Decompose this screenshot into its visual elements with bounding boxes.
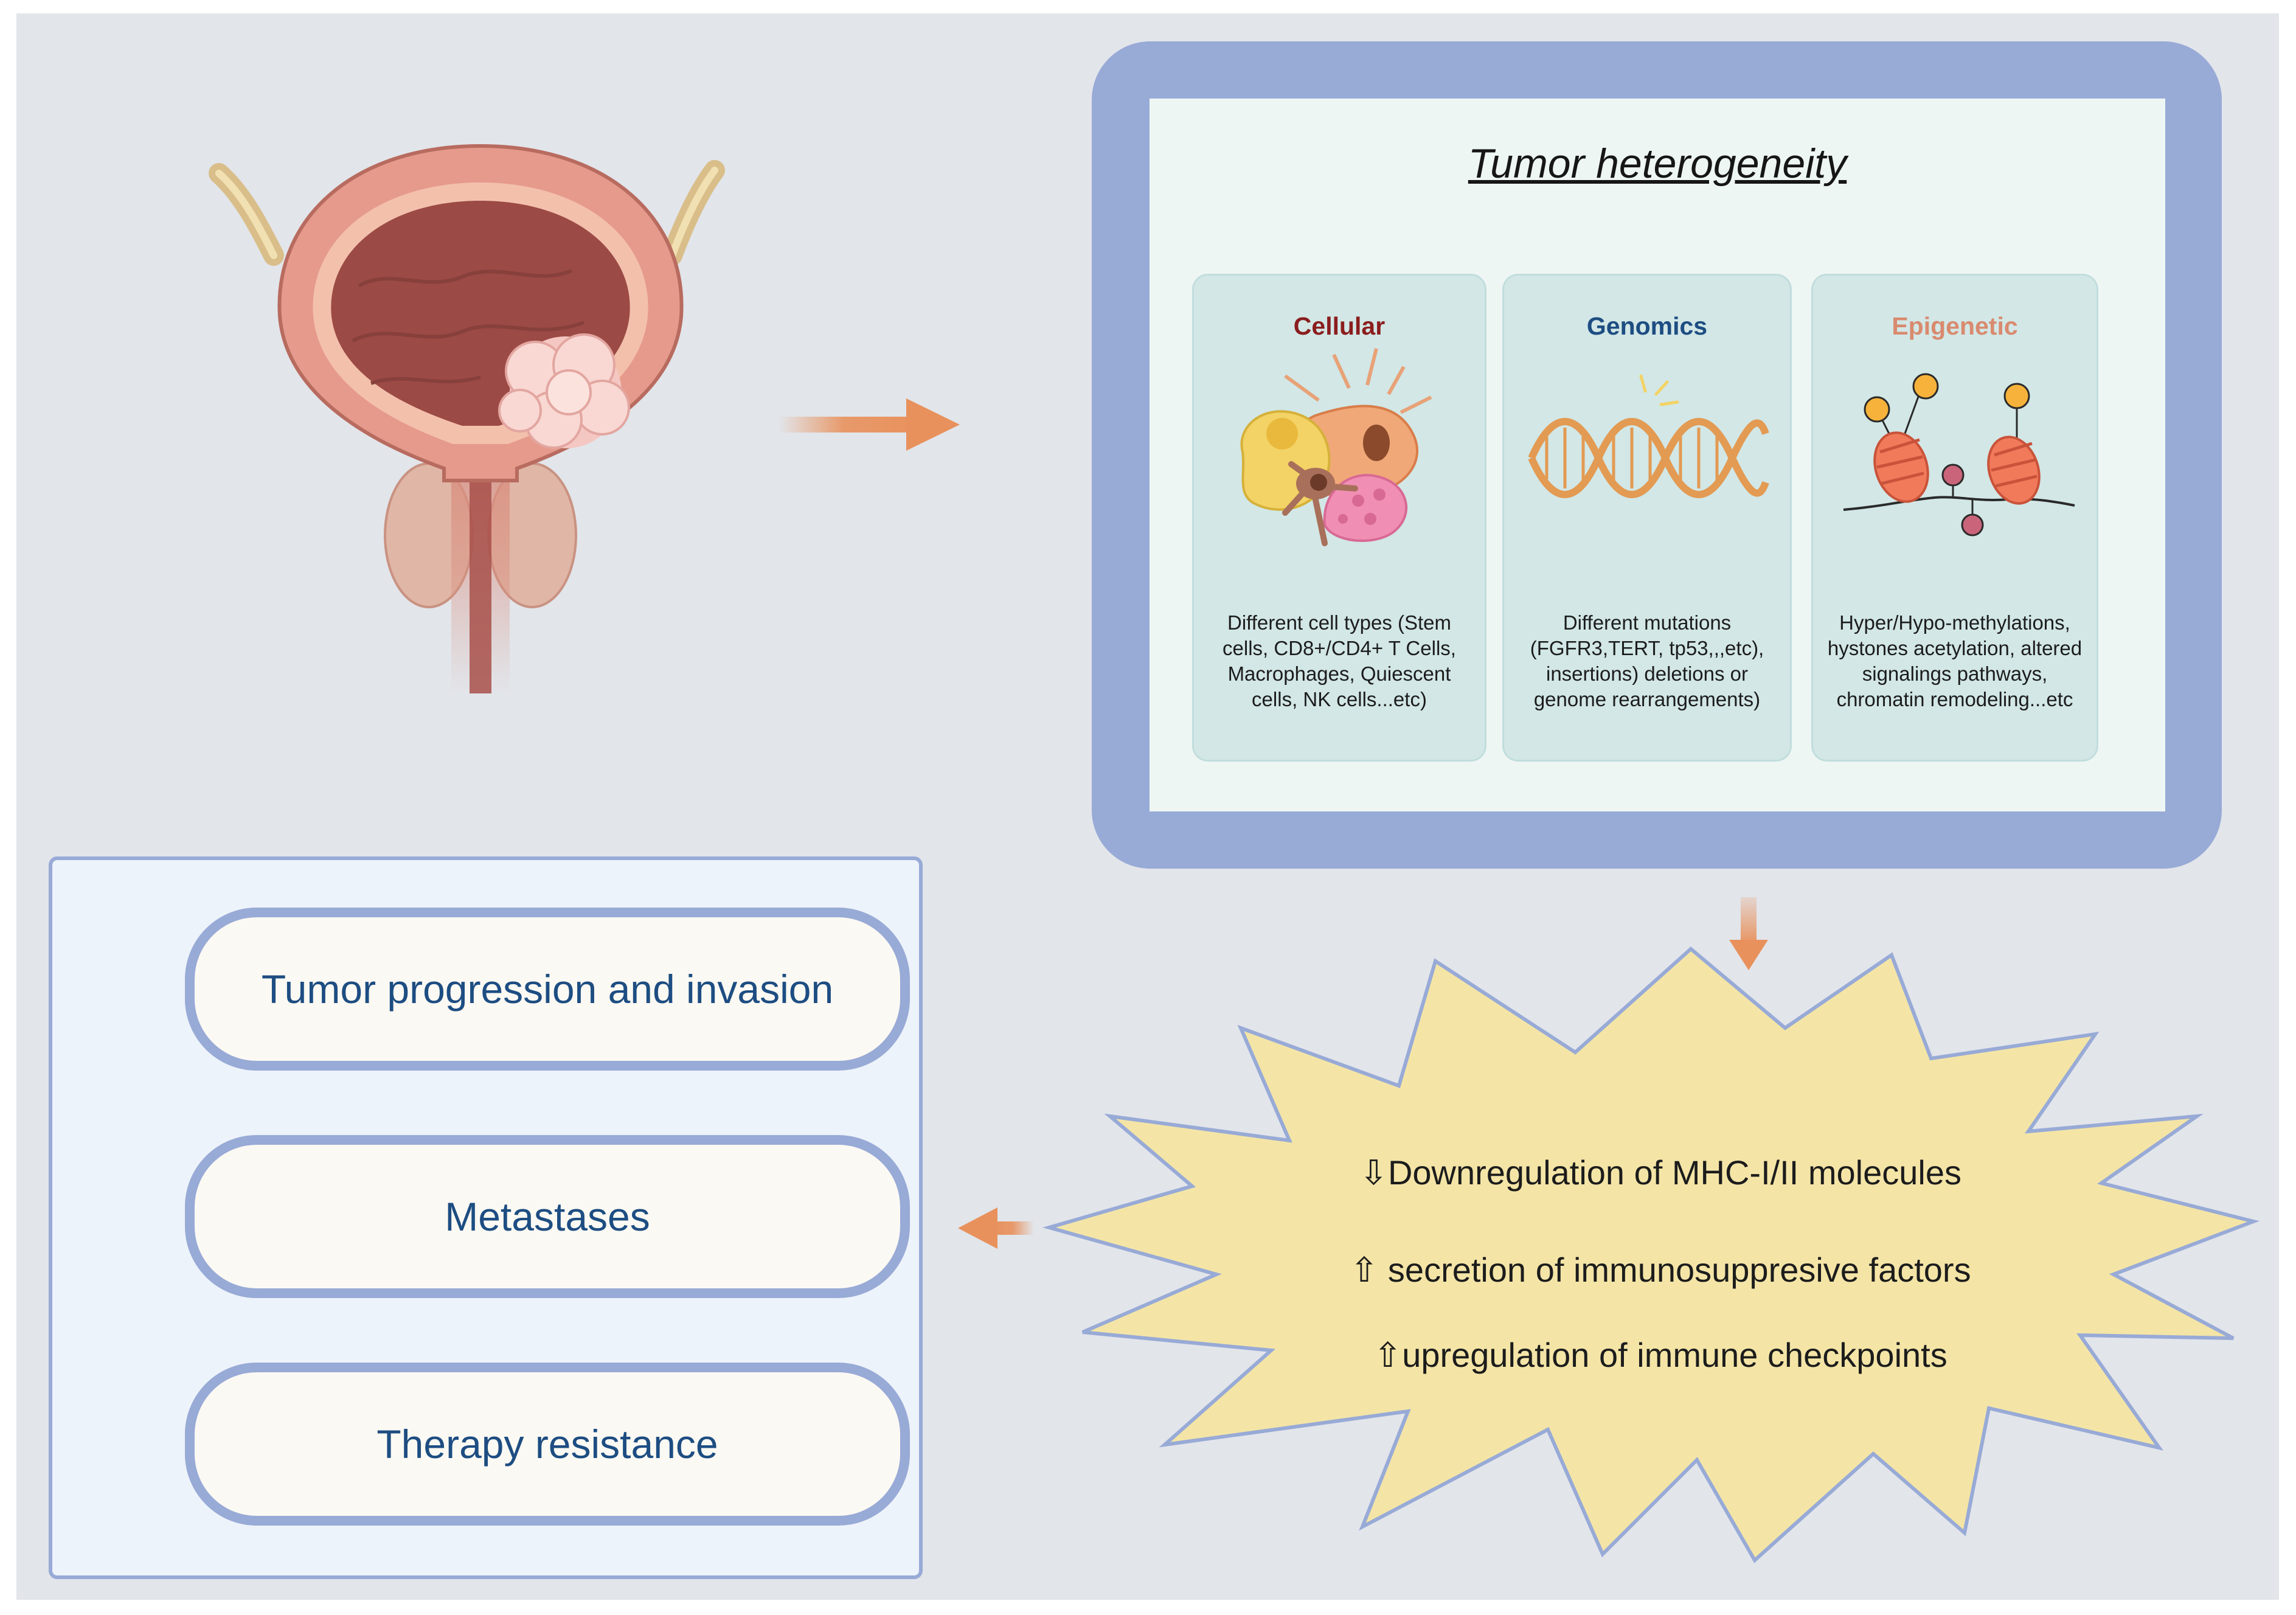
card-desc-cellular: Different cell types (Stem cells, CD8+/C… [1223, 611, 1456, 710]
outcome-metastases: Metastases [185, 1135, 910, 1298]
effect-checkpoint-upregulation: ⇧upregulation of immune checkpoints [1373, 1336, 1947, 1374]
card-title-genomics: Genomics [1586, 312, 1708, 340]
effect-mhc-downregulation: ⇩Downregulation of MHC-I/II molecules [1359, 1153, 1961, 1192]
arrow-left [958, 1207, 1034, 1249]
arrow-down [1729, 897, 1768, 970]
outcome-therapy-resistance: Therapy resistance [185, 1363, 910, 1526]
card-epigenetic: Epigenetic Hyper/Hypo-methylations, hyst… [1811, 274, 2098, 762]
panel-title: Tumor heterogeneity [1468, 141, 1847, 187]
cells-icon [1240, 348, 1432, 546]
card-genomics: Genomics Different mutations (FGFR3,TERT… [1502, 274, 1792, 762]
card-title-cellular: Cellular [1293, 312, 1386, 340]
effect-immunosuppressive-secretion: ⇧ secretion of immunosuppresive factors [1350, 1251, 1971, 1289]
tumor-mass [498, 333, 630, 449]
outcomes-panel: Tumor progression and invasion Metastase… [49, 856, 923, 1579]
outcome-tumor-progression: Tumor progression and invasion [185, 908, 910, 1071]
arrow-right [779, 398, 960, 451]
card-title-epigenetic: Epigenetic [1892, 312, 2018, 340]
bladder-illustration [209, 144, 725, 693]
card-desc-genomics: Different mutations (FGFR3,TERT, tp53,,,… [1530, 611, 1764, 710]
card-cellular: Cellular Different cell types (Stem cell… [1192, 274, 1486, 762]
card-desc-epigenetic: Hyper/Hypo-methylations, hystones acetyl… [1827, 611, 2083, 710]
nucleosome-2 [1987, 436, 2041, 505]
dna-icon [1528, 374, 1769, 498]
nucleosome-1 [1873, 431, 1929, 503]
chromatin-icon [1843, 373, 2075, 537]
starburst-shape [1042, 946, 2260, 1563]
